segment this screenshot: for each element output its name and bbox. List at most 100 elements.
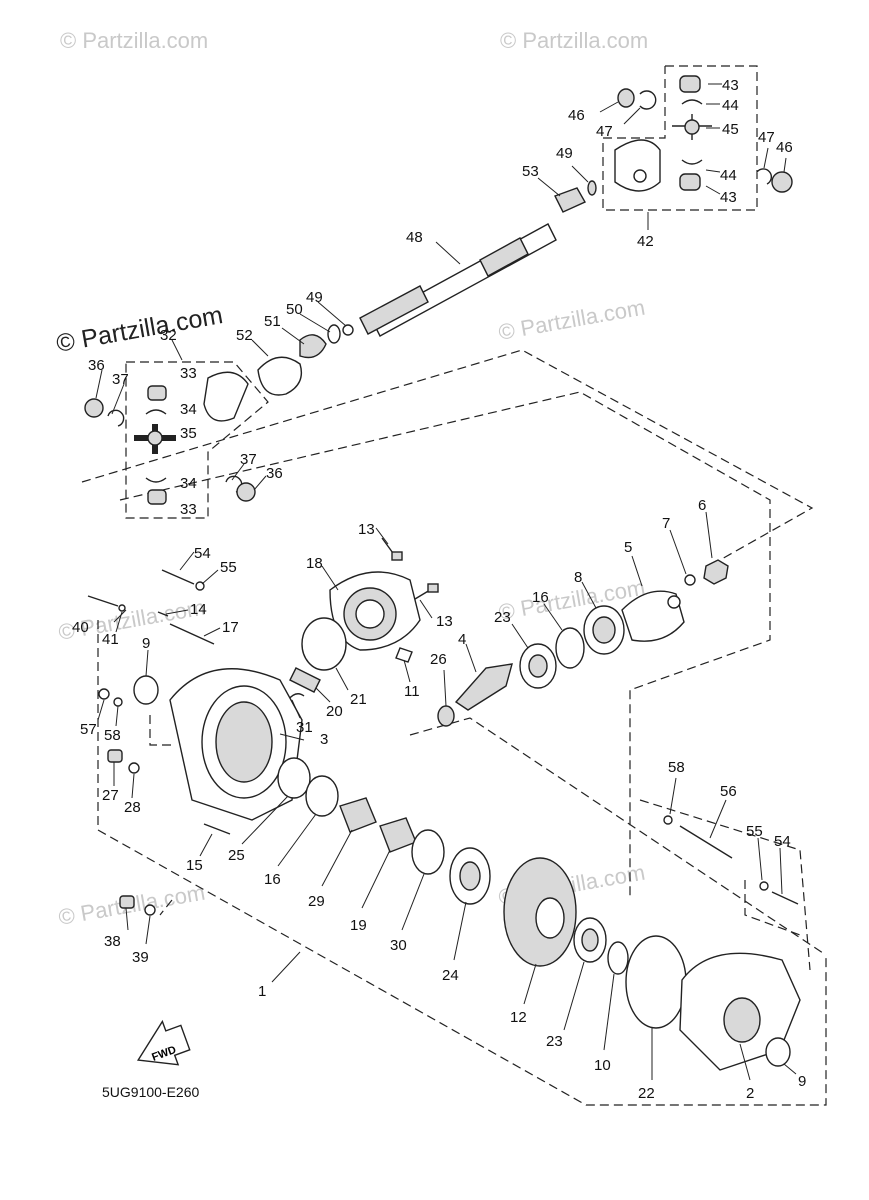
watermark-4: © Partzilla.com (497, 295, 647, 345)
leader-19 (361, 849, 391, 909)
leader-26 (443, 669, 447, 707)
part-53-collar (554, 187, 586, 213)
callout-47b: 47 (758, 129, 775, 146)
part-39-gasket (144, 904, 156, 916)
leader-29 (321, 829, 353, 887)
callout-46a: 46 (568, 107, 585, 124)
part-29-bearing (339, 797, 377, 833)
part-58-washer-right (663, 815, 673, 825)
part-46-cap (617, 88, 635, 108)
watermark-3: © Partzilla.com (54, 301, 225, 358)
leader-23a (511, 623, 529, 649)
leader-2 (739, 1043, 751, 1081)
leader-23b (563, 961, 585, 1031)
part-shaft-48 (359, 223, 557, 337)
callout-37a: 37 (112, 371, 129, 388)
part-3-housing-bore (215, 701, 273, 783)
part-13-bolt-head-top (391, 551, 403, 561)
leader-14 (165, 609, 189, 615)
bracket-57-58 (149, 715, 174, 746)
leader-55b (757, 837, 763, 881)
callout-19: 19 (350, 917, 367, 934)
part-group-case-internals (277, 757, 491, 905)
callout-24: 24 (442, 967, 459, 984)
part-27-plug (107, 749, 123, 763)
part-37-clip-left (107, 409, 125, 427)
callout-42: 42 (637, 233, 654, 250)
callout-52: 52 (236, 327, 253, 344)
part-9-seal-right (765, 1037, 791, 1067)
part-yoke-top (614, 139, 661, 192)
part-40-cable (87, 595, 119, 607)
leader-53 (537, 177, 561, 197)
callout-49a: 49 (556, 145, 573, 162)
callout-48: 48 (406, 229, 423, 246)
part-54-bolt-right (771, 891, 799, 905)
leader-15 (199, 833, 213, 857)
leader-lines (95, 83, 797, 1081)
leader-8 (581, 581, 597, 609)
part-5-yoke-hole (667, 595, 681, 609)
callout-34a: 34 (180, 401, 197, 418)
part-23-bearing-top-inner (528, 654, 548, 678)
callout-21: 21 (350, 691, 367, 708)
part-51-spring (299, 334, 327, 359)
callout-3: 3 (320, 731, 328, 748)
callout-46b: 46 (776, 139, 793, 156)
callout-34b: 34 (180, 475, 197, 492)
callout-45: 45 (722, 121, 739, 138)
callout-labels: 43 44 45 44 43 46 47 47 46 49 53 42 48 4… (72, 77, 806, 1102)
callout-4: 4 (458, 631, 466, 648)
callout-31: 31 (296, 719, 313, 736)
leader-16a (543, 603, 563, 631)
leader-1 (271, 951, 301, 983)
leader-37b (231, 463, 245, 481)
callout-13a: 13 (358, 521, 375, 538)
part-2-case-bore (723, 997, 761, 1043)
callout-51: 51 (264, 313, 281, 330)
group-1-outline-b (409, 717, 827, 956)
fwd-indicator: FWD (136, 1019, 191, 1066)
part-49-ring-top (587, 180, 597, 196)
callout-41: 41 (102, 631, 119, 648)
part-22-oring (625, 935, 687, 1029)
callout-58b: 58 (668, 759, 685, 776)
leader-46b (783, 157, 787, 173)
callout-15: 15 (186, 857, 203, 874)
part-46-cap-right (771, 171, 793, 193)
callout-43a: 43 (722, 77, 739, 94)
part-10-shim (607, 941, 629, 975)
callout-16b: 16 (264, 871, 281, 888)
part-52-boot (257, 356, 303, 396)
group-42-outline (602, 65, 758, 211)
part-50-washer (327, 324, 341, 344)
part-26-bearing (437, 705, 455, 727)
callout-13b: 13 (436, 613, 453, 630)
leader-50 (299, 313, 331, 333)
callout-32: 32 (160, 327, 177, 344)
leader-11 (403, 659, 411, 683)
callout-55a: 55 (220, 559, 237, 576)
part-20-spring (289, 667, 321, 693)
leader-18 (321, 565, 339, 591)
part-48-shaft-end (359, 285, 429, 335)
leader-56 (709, 799, 727, 839)
part-16-ring-top (555, 627, 585, 669)
leader-36b (253, 475, 267, 491)
callout-44a: 44 (722, 97, 739, 114)
group-1-outline (97, 620, 827, 1106)
leader-7 (669, 529, 687, 575)
part-8-seal-inner (592, 616, 616, 644)
part-36-cap-left (84, 398, 104, 418)
leader-55a (201, 569, 219, 585)
leader-49a (571, 165, 589, 183)
callout-11: 11 (404, 683, 420, 700)
leader-57 (97, 699, 105, 721)
leader-48 (435, 241, 461, 265)
part-32-yoke (203, 371, 249, 422)
callout-36a: 36 (88, 357, 105, 374)
leader-16b (277, 813, 317, 867)
leader-39 (145, 915, 151, 945)
leader-46a (599, 101, 619, 113)
